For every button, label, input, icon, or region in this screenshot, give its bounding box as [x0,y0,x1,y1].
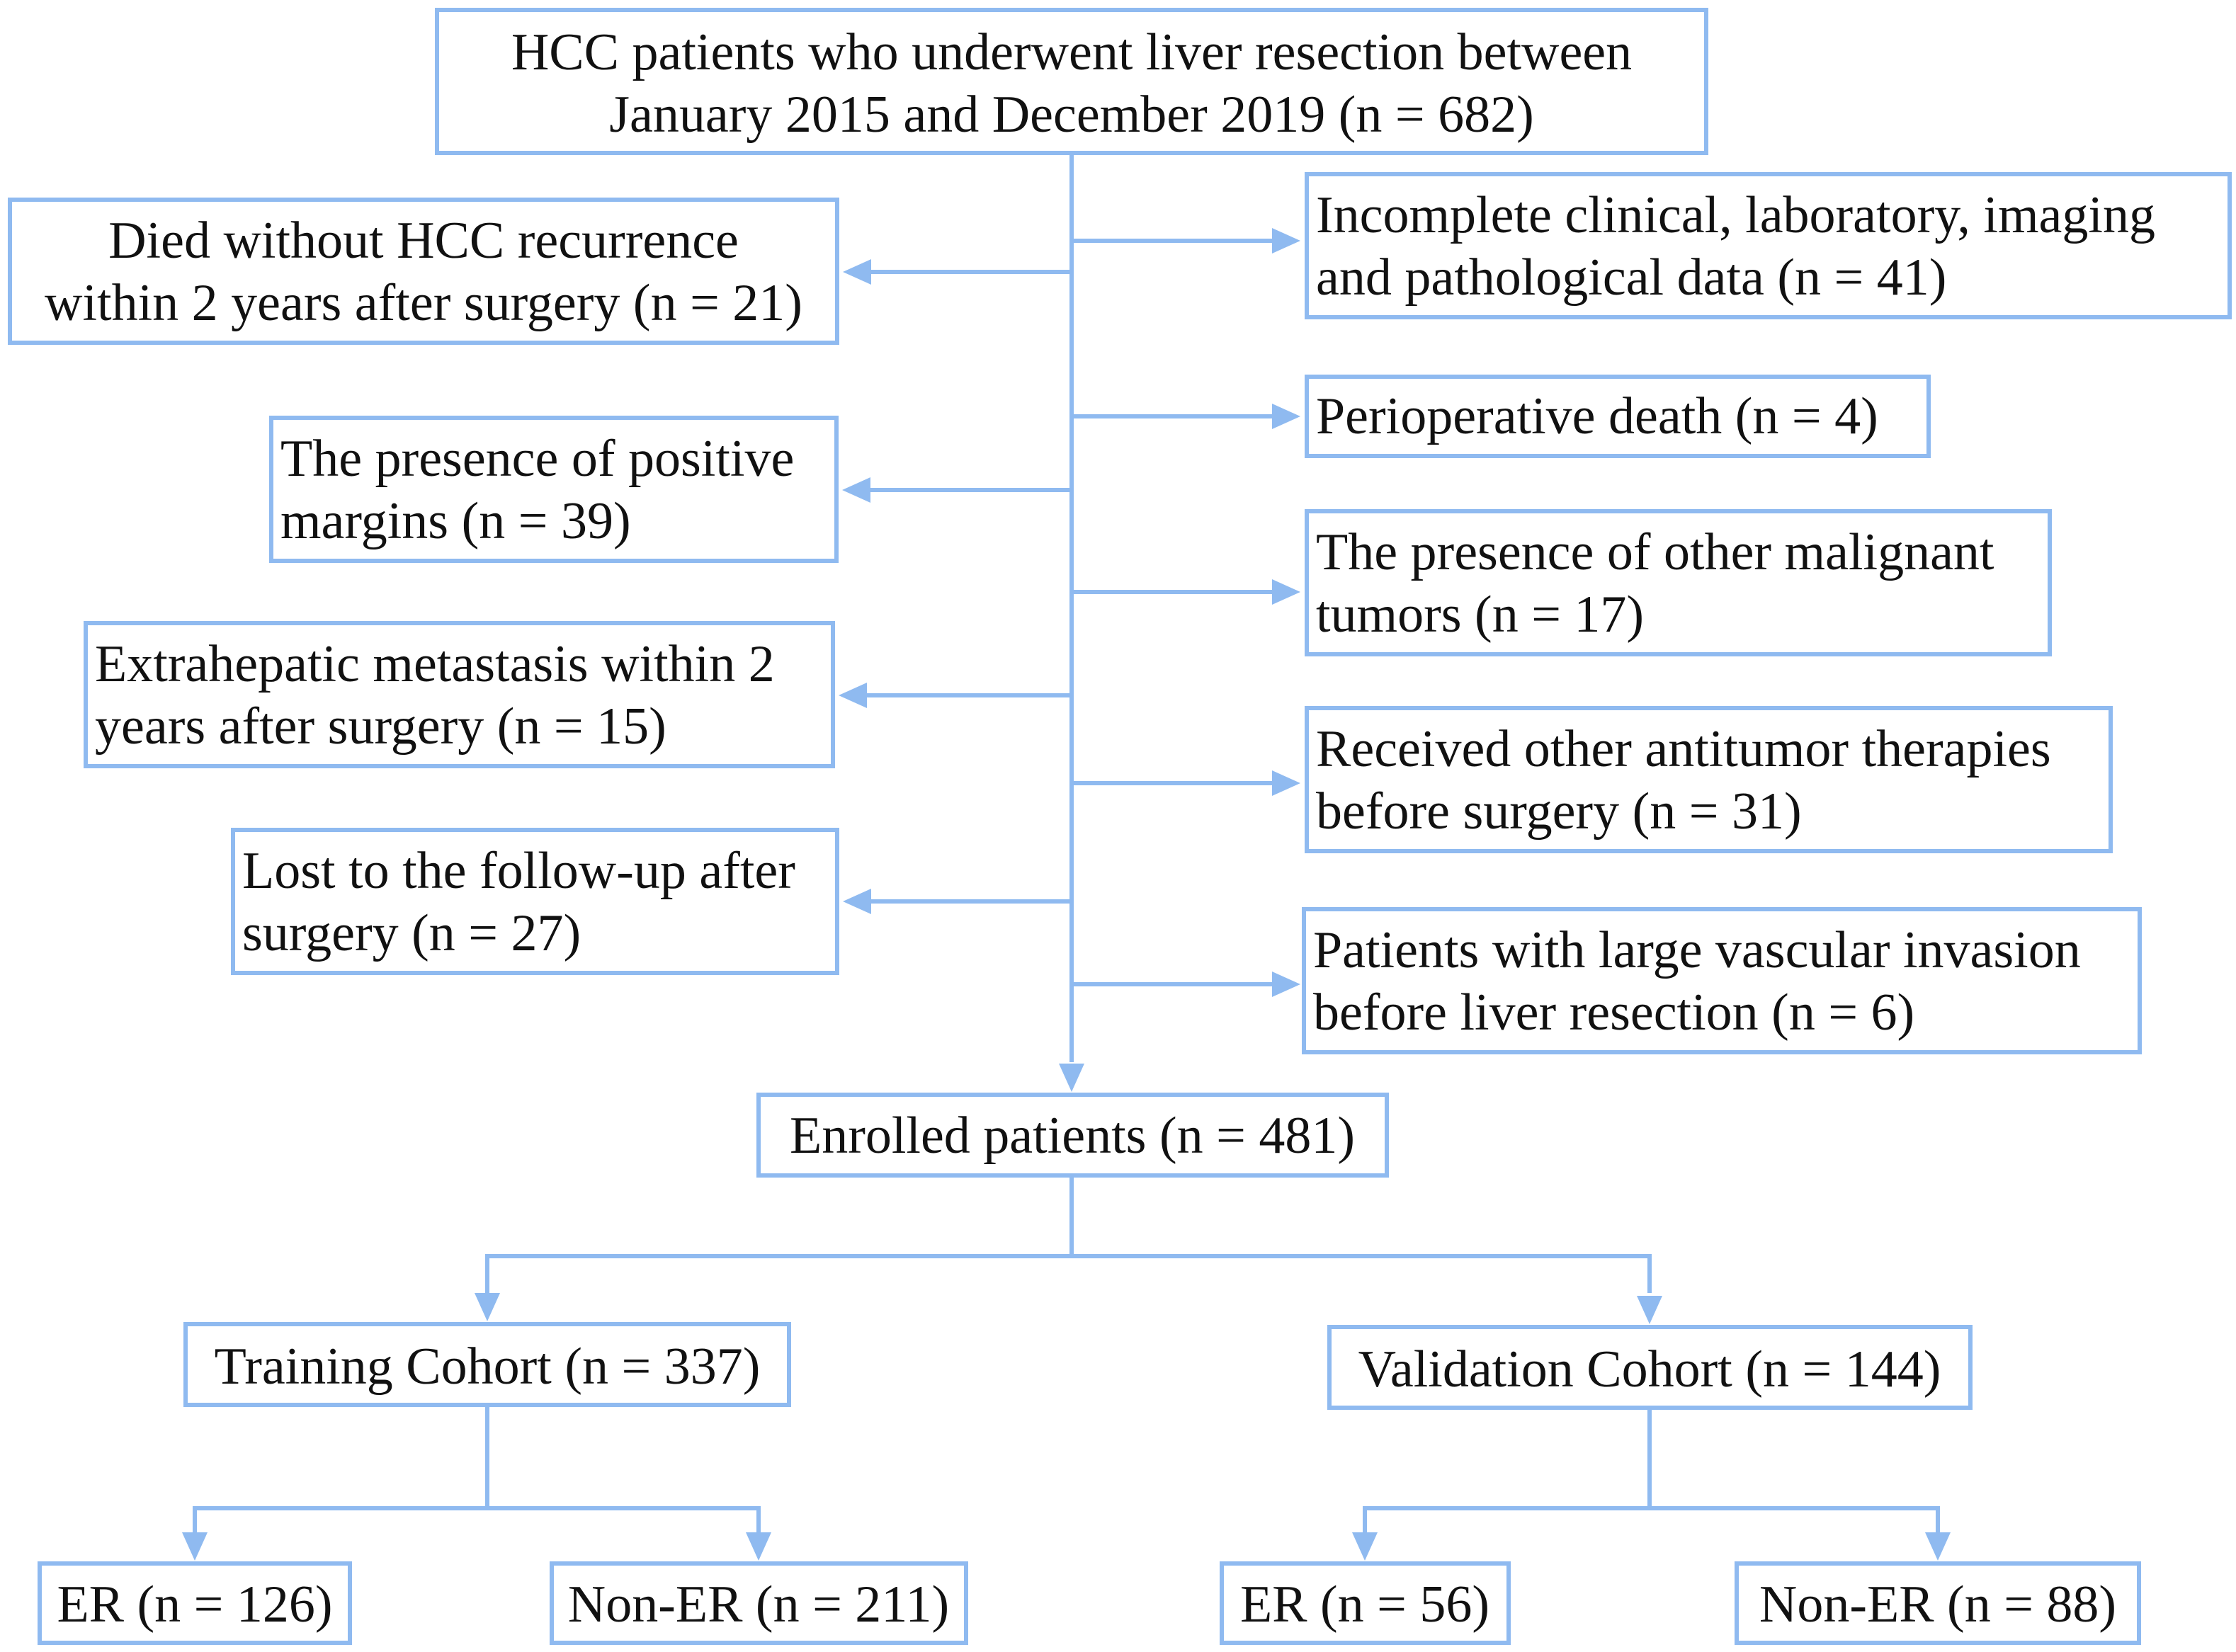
node-validation-cohort: Validation Cohort (n = 144) [1327,1325,1973,1410]
node-large-vascular-invasion-line-2: before liver resection (n = 6) [1313,984,1914,1042]
exclusion-right-5-arrowhead [1272,972,1300,997]
node-extrahepatic-metastasis: Extrahepatic metastasis within 2 years a… [84,621,835,768]
node-hcc-patients-line-2: January 2015 and December 2019 (n = 682) [609,86,1534,144]
node-training-cohort-line-1: Training Cohort (n = 337) [215,1338,761,1396]
node-incomplete-data-line-1: Incomplete clinical, laboratory, imaging [1316,186,2155,244]
node-enrolled-patients-line-1: Enrolled patients (n = 481) [790,1107,1355,1165]
exclusion-left-1-arrowhead [843,259,871,285]
node-other-malignant-tumors-line-1: The presence of other malignant [1316,523,1994,581]
training-non-er-arrowhead [746,1532,771,1561]
exclusion-left-4-arrowhead [843,889,871,914]
node-positive-margins-line-1: The presence of positive [280,430,794,488]
validation-split-right-line [1650,1506,1940,1532]
exclusion-right-1-arrowhead [1272,228,1300,254]
node-died-without-recurrence-line-2: within 2 years after surgery (n = 21) [45,274,802,332]
node-perioperative-death-line-1: Perioperative death (n = 4) [1316,387,1878,445]
node-validation-non-er: Non-ER (n = 88) [1735,1561,2141,1645]
node-incomplete-data-line-2: and pathological data (n = 41) [1316,249,1946,307]
node-positive-margins-line-2: margins (n = 39) [280,492,631,550]
node-other-antitumor-therapies-line-2: before surgery (n = 31) [1316,782,1802,841]
node-hcc-patients: HCC patients who underwent liver resecti… [435,8,1708,155]
node-other-malignant-tumors-line-2: tumors (n = 17) [1316,586,1644,644]
node-other-malignant-tumors: The presence of other malignant tumors (… [1305,509,2052,656]
node-extrahepatic-metastasis-line-1: Extrahepatic metastasis within 2 [95,635,775,693]
exclusion-right-2-arrowhead [1272,404,1300,429]
node-died-without-recurrence: Died without HCC recurrence within 2 yea… [8,198,839,345]
node-training-non-er: Non-ER (n = 211) [550,1561,968,1645]
node-validation-non-er-line-1: Non-ER (n = 88) [1759,1576,2116,1634]
node-training-cohort: Training Cohort (n = 337) [183,1322,791,1407]
node-died-without-recurrence-line-1: Died without HCC recurrence [108,212,739,270]
exclusion-left-3-arrowhead [839,683,867,708]
node-extrahepatic-metastasis-line-2: years after surgery (n = 15) [95,697,666,756]
exclusion-left-2-arrowhead [842,477,870,503]
enrolled-split-line [485,1175,1074,1293]
node-training-non-er-line-1: Non-ER (n = 211) [568,1576,949,1634]
node-lost-to-follow-up-line-1: Lost to the follow-up after [242,842,795,900]
validation-cohort-arrowhead [1637,1296,1662,1324]
node-validation-er: ER (n = 56) [1220,1561,1511,1645]
training-cohort-arrowhead [475,1293,500,1321]
main-spine-arrowhead [1059,1064,1084,1092]
node-perioperative-death: Perioperative death (n = 4) [1305,375,1931,458]
node-enrolled-patients: Enrolled patients (n = 481) [756,1093,1389,1178]
training-er-arrowhead [182,1532,208,1561]
exclusion-right-3-arrowhead [1272,579,1300,605]
exclusion-right-4-arrowhead [1272,770,1300,796]
node-validation-er-line-1: ER (n = 56) [1240,1576,1489,1634]
node-lost-to-follow-up: Lost to the follow-up after surgery (n =… [231,828,839,975]
node-other-antitumor-therapies: Received other antitumor therapies befor… [1305,706,2113,853]
connectors [182,153,1951,1561]
enrolled-split-right-line [1072,1254,1652,1293]
validation-er-arrowhead [1352,1532,1378,1561]
training-split-right-line [487,1506,761,1532]
node-large-vascular-invasion: Patients with large vascular invasion be… [1302,907,2142,1054]
validation-non-er-arrowhead [1925,1532,1951,1561]
node-hcc-patients-line-1: HCC patients who underwent liver resecti… [511,23,1632,81]
node-training-er-line-1: ER (n = 126) [57,1576,332,1634]
node-large-vascular-invasion-line-1: Patients with large vascular invasion [1313,921,2081,979]
node-training-er: ER (n = 126) [38,1561,352,1645]
node-lost-to-follow-up-line-2: surgery (n = 27) [242,904,581,962]
node-positive-margins: The presence of positive margins (n = 39… [269,416,839,563]
node-other-antitumor-therapies-line-1: Received other antitumor therapies [1316,720,2051,778]
training-split-line [193,1405,489,1532]
validation-split-line [1363,1408,1652,1532]
node-validation-cohort-line-1: Validation Cohort (n = 144) [1358,1340,1941,1398]
node-incomplete-data: Incomplete clinical, laboratory, imaging… [1305,172,2232,319]
